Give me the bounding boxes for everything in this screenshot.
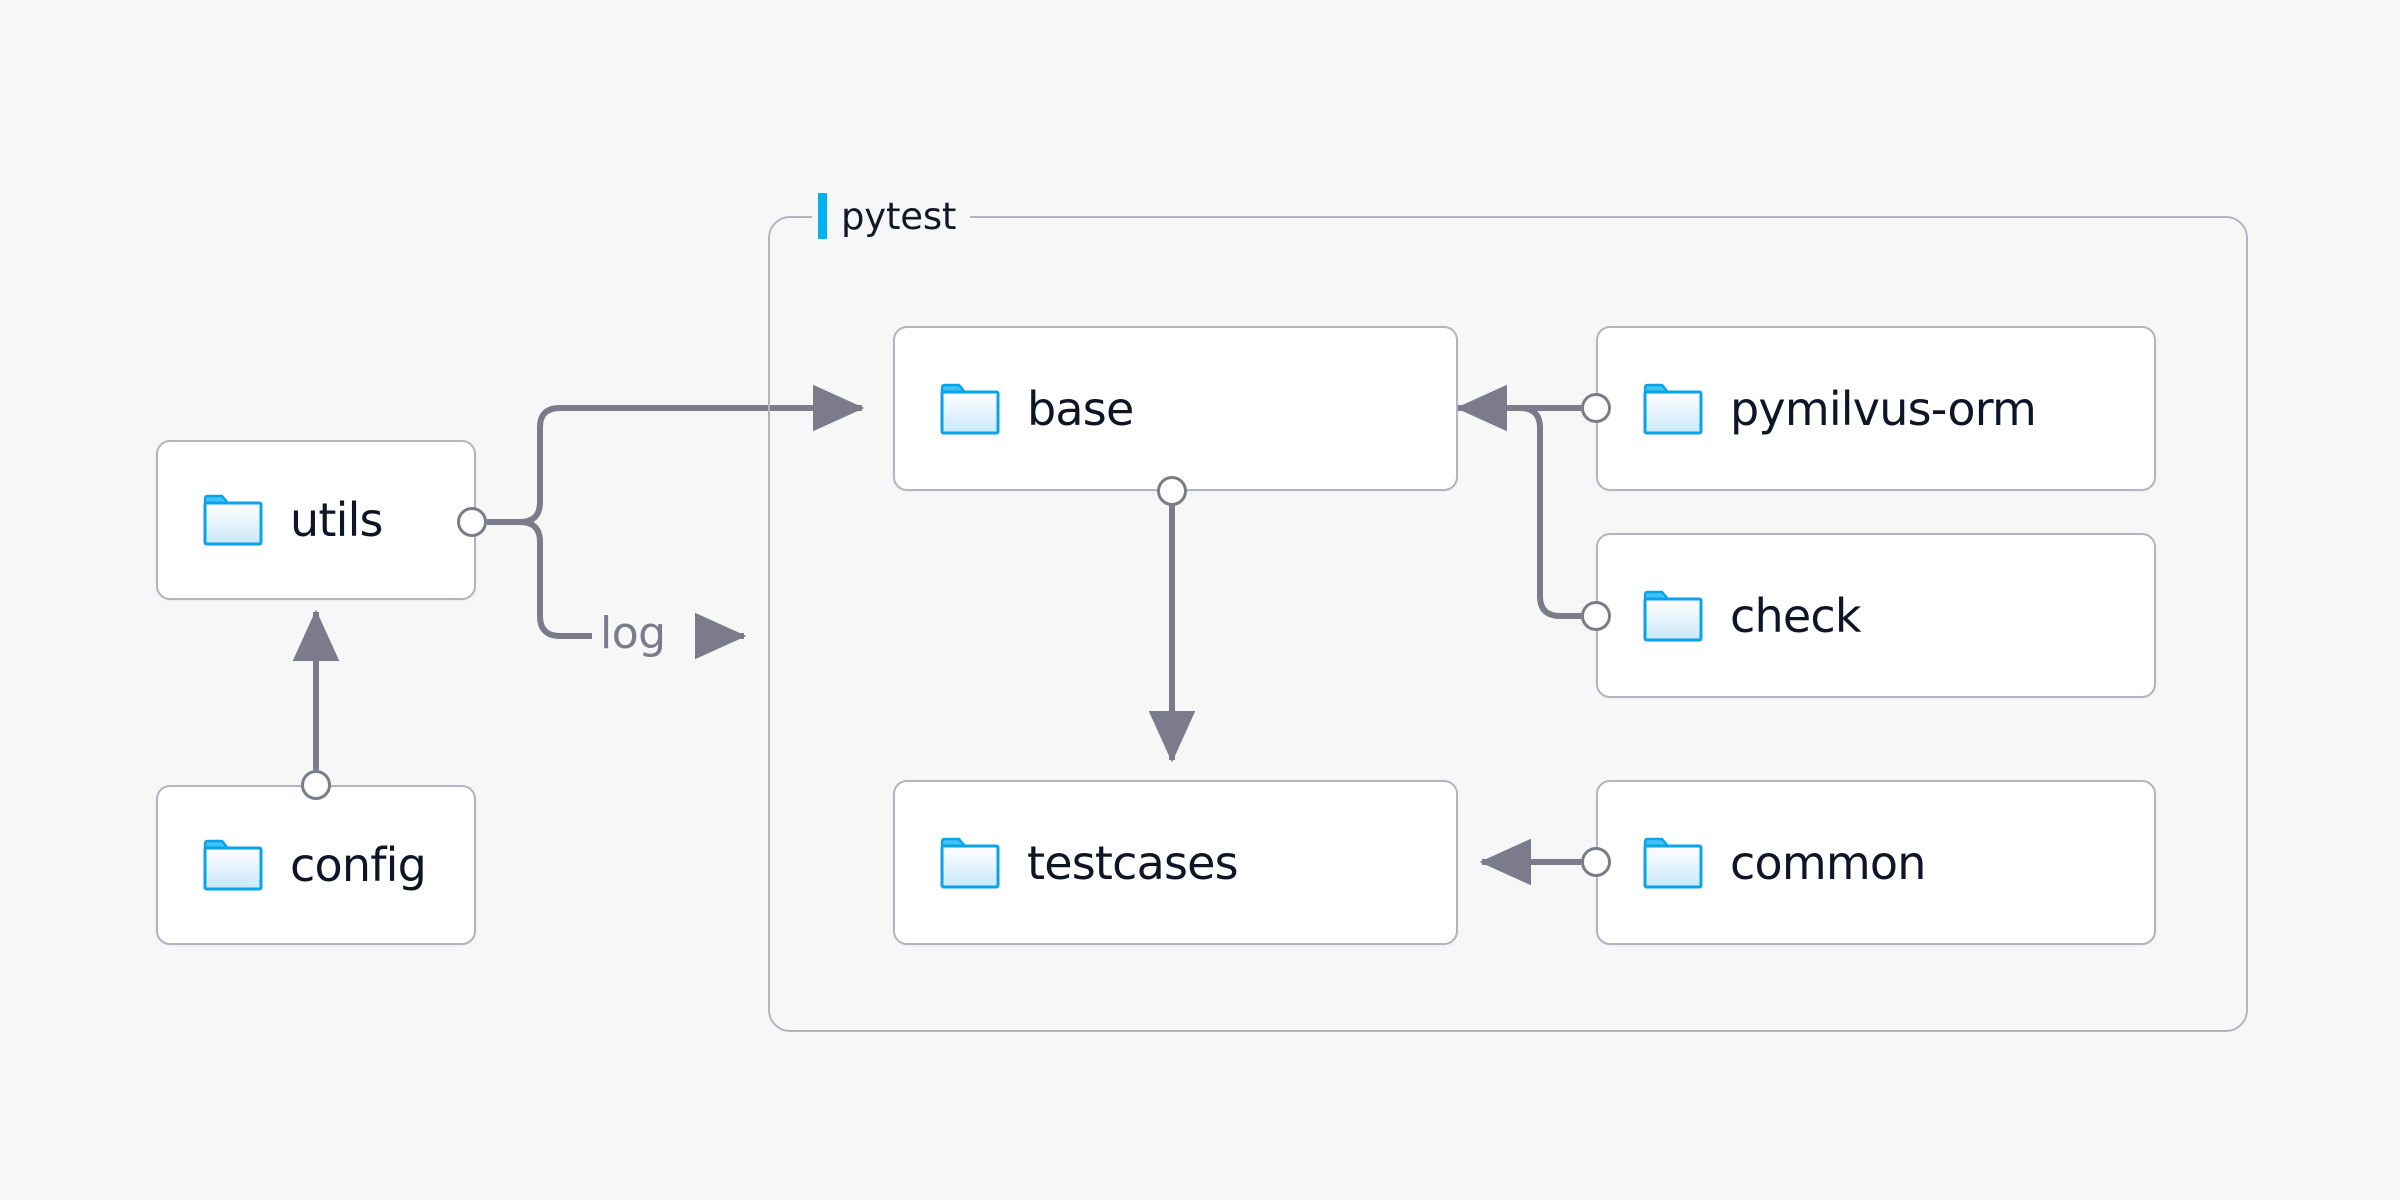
folder-icon: [1643, 383, 1703, 434]
node-common[interactable]: common: [1596, 780, 2156, 945]
accent-bar-icon: [818, 193, 827, 239]
group-pytest[interactable]: [768, 216, 2248, 1032]
node-common-label: common: [1730, 835, 1926, 890]
group-pytest-title: pytest: [841, 194, 957, 238]
node-check-label: check: [1730, 588, 1861, 643]
node-testcases-label: testcases: [1027, 835, 1239, 890]
port-config-top[interactable]: [301, 770, 331, 800]
node-config[interactable]: config: [156, 785, 476, 945]
node-base-label: base: [1027, 381, 1134, 436]
port-common-left[interactable]: [1581, 847, 1611, 877]
edge-label-log: log: [600, 608, 666, 659]
folder-icon: [1643, 590, 1703, 641]
node-utils-label: utils: [290, 493, 384, 547]
node-check[interactable]: check: [1596, 533, 2156, 698]
folder-icon: [203, 839, 263, 891]
node-config-label: config: [290, 838, 427, 892]
folder-icon: [940, 837, 1000, 888]
node-utils[interactable]: utils: [156, 440, 476, 600]
folder-icon: [1643, 837, 1703, 888]
folder-icon: [203, 494, 263, 546]
port-check-left[interactable]: [1581, 601, 1611, 631]
node-base[interactable]: base: [893, 326, 1458, 491]
node-testcases[interactable]: testcases: [893, 780, 1458, 945]
edge-utils-log: [487, 519, 592, 639]
port-base-bottom[interactable]: [1157, 476, 1187, 506]
folder-icon: [940, 383, 1000, 434]
group-pytest-label: pytest: [812, 193, 971, 239]
port-pymilvus-orm-left[interactable]: [1581, 393, 1611, 423]
node-pymilvus-orm-label: pymilvus-orm: [1730, 381, 2037, 436]
port-utils-right[interactable]: [457, 507, 487, 537]
node-pymilvus-orm[interactable]: pymilvus-orm: [1596, 326, 2156, 491]
